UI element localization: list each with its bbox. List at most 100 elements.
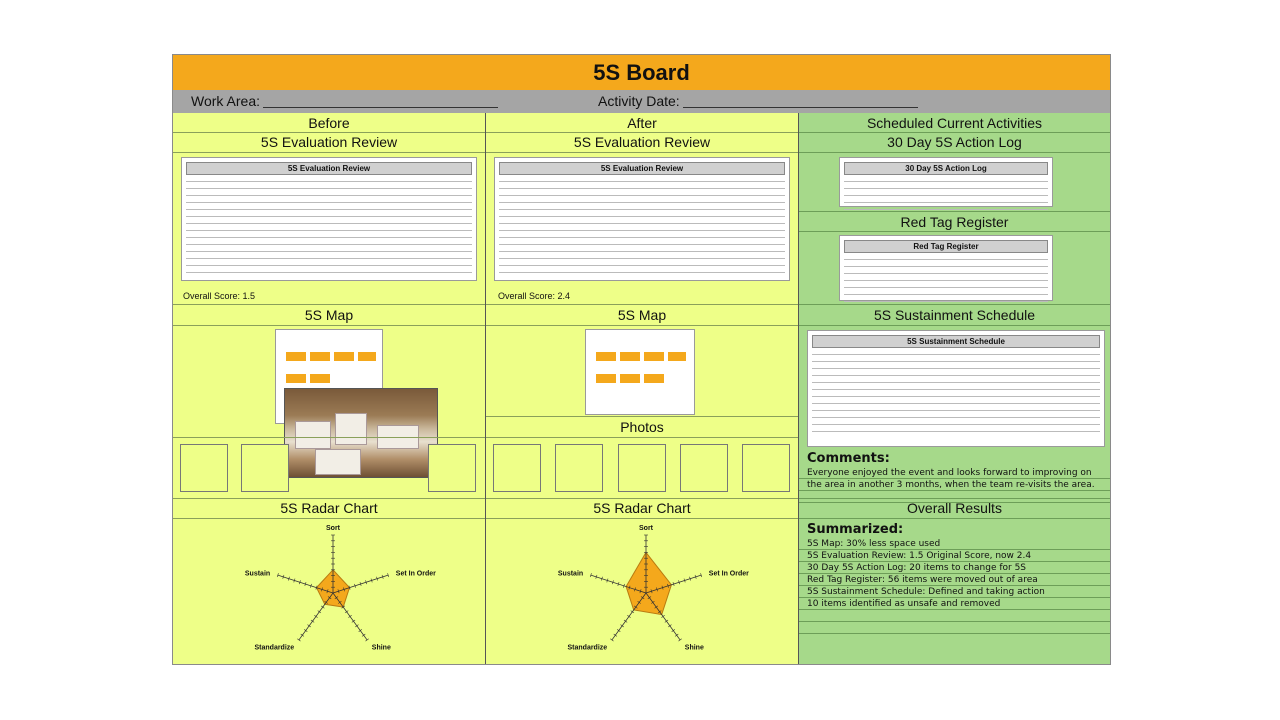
doc-title: 5S Evaluation Review	[499, 162, 785, 175]
radar-tick	[647, 596, 652, 600]
radar-tick	[678, 580, 681, 585]
radar-tick	[314, 615, 318, 618]
after-eval-document: 5S Evaluation Review	[494, 157, 790, 281]
radar-tick	[310, 583, 312, 588]
radar-tick	[359, 582, 362, 587]
radar-tick	[387, 573, 390, 578]
radar-tick	[298, 580, 301, 585]
summary-item: 10 items identified as unsafe and remove…	[807, 599, 1001, 609]
radar-tick	[610, 638, 614, 642]
radar-tick	[628, 585, 631, 590]
radar-tick	[348, 585, 351, 590]
action-log-header: 30 Day 5S Action Log	[887, 134, 1022, 150]
photo-slot	[493, 444, 541, 492]
doc-title: 5S Evaluation Review	[186, 162, 472, 175]
radar-tick	[689, 576, 692, 581]
radar-tick	[700, 573, 703, 578]
summary-item: Red Tag Register: 56 items were moved ou…	[807, 575, 1038, 585]
summary-item: 5S Sustainment Schedule: Defined and tak…	[807, 587, 1045, 597]
after-eval-header: 5S Evaluation Review	[573, 134, 711, 150]
comments-line: Everyone enjoyed the event and looks for…	[807, 468, 1092, 478]
radar-tick	[656, 587, 658, 592]
five-s-board: 5S Board Work Area: Activity Date: Befor…	[172, 54, 1111, 665]
sustainment-header: 5S Sustainment Schedule	[873, 307, 1036, 323]
summary-block: Summarized: 5S Map: 30% less space used …	[807, 522, 1045, 610]
radar-tick	[358, 629, 363, 632]
radar-tick	[611, 580, 614, 585]
radar-tick	[654, 605, 659, 609]
radar-tick	[606, 578, 609, 583]
radar-tick	[297, 638, 301, 642]
radar-tick	[315, 585, 318, 590]
activity-date-blank	[683, 107, 918, 108]
radar-axis-label: Sustain	[558, 571, 583, 578]
radar-tick	[334, 596, 339, 600]
radar-tick	[650, 589, 653, 594]
radar-axis-label: Sort	[639, 525, 654, 532]
radar-tick	[324, 600, 328, 604]
radar-tick	[293, 578, 296, 583]
radar-axis-label: Set In Order	[709, 571, 749, 578]
board-title: 5S Board	[173, 55, 1110, 91]
radar-tick	[341, 605, 346, 609]
radar-tick	[627, 615, 631, 618]
radar-tick	[300, 633, 305, 637]
before-score: Overall Score: 1.5	[183, 291, 256, 301]
radar-tick	[678, 638, 682, 642]
radar-tick	[640, 596, 645, 600]
radar-tick	[668, 624, 672, 628]
radar-tick	[623, 619, 628, 623]
radar-tick	[664, 619, 669, 623]
comments-title: Comments:	[807, 451, 890, 466]
after-score: Overall Score: 2.4	[498, 291, 571, 301]
radar-axis-label: Sustain	[245, 571, 270, 578]
summary-title: Summarized:	[807, 522, 904, 537]
photo-slot	[618, 444, 666, 492]
before-map-header: 5S Map	[304, 307, 354, 323]
doc-title: 5S Sustainment Schedule	[812, 335, 1100, 348]
radar-tick	[355, 624, 359, 628]
overall-results-header: Overall Results	[907, 500, 1002, 516]
radar-tick	[617, 582, 620, 587]
photo-slot	[555, 444, 603, 492]
radar-tick	[633, 605, 638, 609]
summary-item: 5S Evaluation Review: 1.5 Original Score…	[807, 551, 1032, 561]
work-area-label: Work Area:	[191, 93, 260, 109]
radar-tick	[381, 574, 384, 579]
radar-tick	[600, 576, 603, 581]
radar-tick	[589, 573, 592, 578]
radar-tick	[310, 619, 315, 623]
radar-tick	[348, 615, 352, 618]
radar-tick	[337, 589, 340, 594]
radar-tick	[338, 600, 342, 604]
radar-tick	[667, 583, 669, 588]
photo-slot	[180, 444, 228, 492]
before-eval-document: 5S Evaluation Review	[181, 157, 477, 281]
before-column: Before 5S Evaluation Review 5S Evaluatio…	[173, 113, 486, 664]
radar-tick	[661, 585, 664, 590]
radar-tick	[351, 619, 356, 623]
photo-slot	[742, 444, 790, 492]
radar-tick	[623, 583, 625, 588]
doc-title: 30 Day 5S Action Log	[844, 162, 1048, 175]
info-bar: Work Area: Activity Date:	[173, 90, 1110, 114]
radar-axis-label: Shine	[372, 644, 391, 651]
before-header: Before	[308, 115, 350, 131]
radar-tick	[651, 600, 655, 604]
radar-tick	[370, 578, 373, 583]
radar-axis-label: Standardize	[255, 644, 295, 651]
sustainment-document: 5S Sustainment Schedule	[807, 330, 1105, 447]
radar-tick	[365, 638, 369, 642]
doc-title: Red Tag Register	[844, 240, 1048, 253]
radar-tick	[657, 610, 662, 614]
radar-tick	[365, 580, 368, 585]
before-radar-header: 5S Radar Chart	[280, 500, 378, 516]
red-tag-document: Red Tag Register	[839, 235, 1053, 302]
radar-area	[625, 551, 672, 616]
after-header: After	[627, 115, 657, 131]
comments-line: the area in another 3 months, when the t…	[807, 480, 1095, 490]
radar-axis-label: Sort	[326, 525, 341, 532]
radar-tick	[320, 605, 325, 609]
